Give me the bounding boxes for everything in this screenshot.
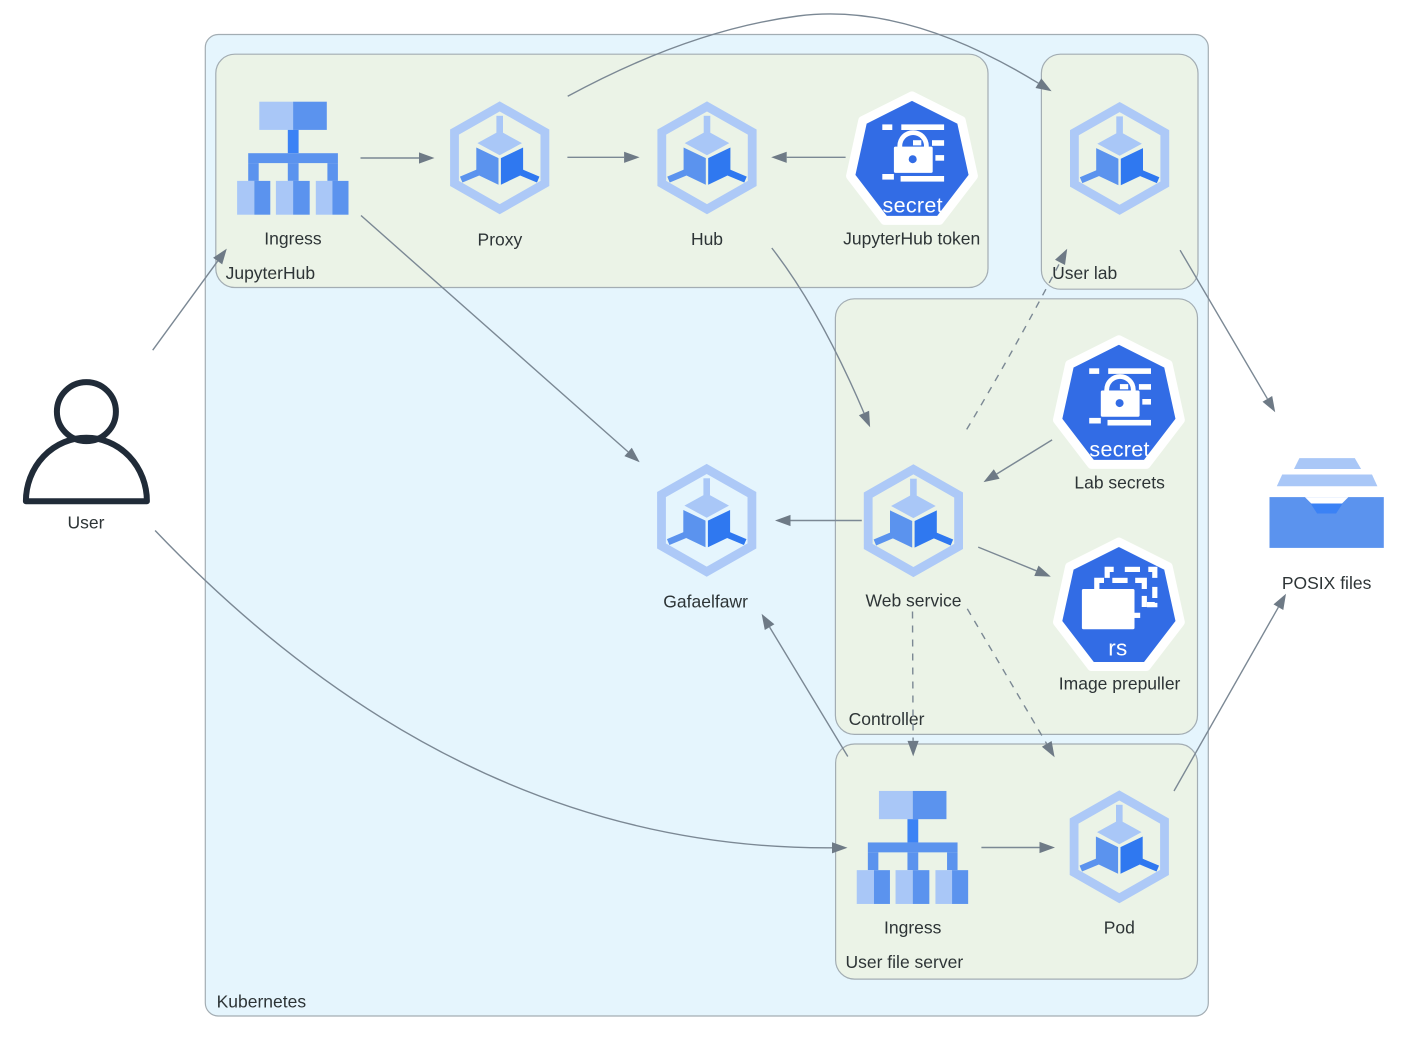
svg-text:Gafaelfawr: Gafaelfawr [663, 591, 748, 611]
svg-text:JupyterHub token: JupyterHub token [843, 229, 980, 249]
svg-text:Kubernetes: Kubernetes [217, 992, 307, 1012]
svg-text:User file server: User file server [846, 952, 964, 972]
svg-text:Web service: Web service [866, 591, 962, 611]
svg-text:Hub: Hub [691, 229, 723, 249]
svg-text:User lab: User lab [1052, 263, 1117, 283]
svg-text:Pod: Pod [1104, 918, 1135, 938]
svg-text:POSIX files: POSIX files [1282, 573, 1372, 593]
svg-text:User: User [68, 513, 105, 533]
svg-text:Proxy: Proxy [478, 230, 523, 250]
svg-text:Controller: Controller [849, 709, 925, 729]
svg-text:Ingress: Ingress [884, 918, 942, 938]
svg-text:Ingress: Ingress [264, 229, 322, 249]
svg-text:Image prepuller: Image prepuller [1059, 673, 1181, 693]
svg-text:Lab secrets: Lab secrets [1074, 472, 1165, 492]
svg-text:JupyterHub: JupyterHub [226, 263, 316, 283]
